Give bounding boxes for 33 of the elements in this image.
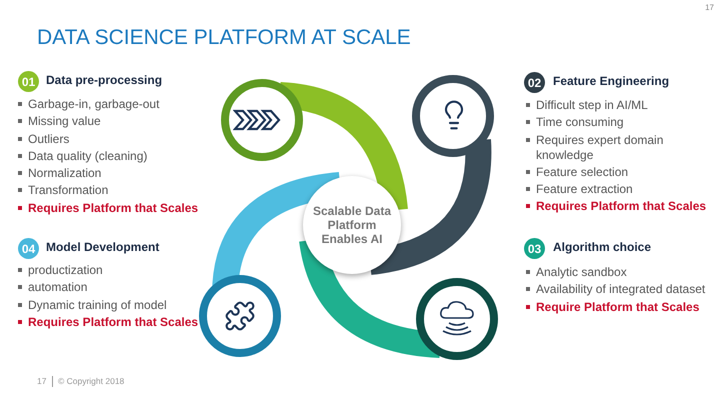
bullet-item: Normalization [18, 166, 218, 182]
bullet-item: Outliers [18, 132, 218, 147]
bullet-item: Data quality (cleaning) [18, 148, 218, 164]
bullet-item: productization [18, 263, 218, 278]
bullet-item: Feature selection [526, 164, 716, 180]
footer-page-number: 17 [37, 376, 46, 386]
step-number-badge: 02 [524, 72, 545, 93]
bullet-item: Missing value [18, 114, 218, 130]
bullet-item: Transformation [18, 183, 218, 198]
copyright-text: © Copyright 2018 [58, 376, 124, 386]
center-text: Scalable Data Platform Enables AI [312, 204, 392, 246]
bullet-item: Time consuming [526, 115, 716, 130]
step-heading: Model Development [46, 240, 160, 254]
bullet-item: Requires Platform that Scales [18, 200, 218, 216]
title: DATA SCIENCE PLATFORM AT SCALE [37, 26, 411, 50]
bullet-item: Requires expert domain knowledge [526, 132, 716, 163]
bullet-item: Feature extraction [526, 182, 716, 198]
step-heading: Data pre-processing [46, 73, 162, 87]
bullet-item: Requires Platform that Scales [526, 199, 716, 214]
step-number-badge: 04 [18, 238, 39, 259]
bullet-item: Availability of integrated dataset [526, 282, 716, 298]
bullet-item: Analytic sandbox [526, 265, 716, 280]
step-number-badge: 01 [18, 71, 39, 92]
step-heading: Algorithm choice [553, 240, 652, 254]
page-number: 17 [705, 3, 714, 12]
bullet-item: Dynamic training of model [18, 298, 218, 313]
bullet-item: automation [18, 280, 218, 296]
bullet-item: Require Platform that Scales [526, 300, 716, 315]
bullet-item: Requires Platform that Scales [18, 314, 218, 330]
bullet-item: Difficult step in AI/ML [526, 98, 716, 113]
step-number-badge: 03 [524, 238, 545, 259]
step-heading: Feature Engineering [553, 74, 670, 88]
bullet-item: Garbage-in, garbage-out [18, 97, 218, 112]
